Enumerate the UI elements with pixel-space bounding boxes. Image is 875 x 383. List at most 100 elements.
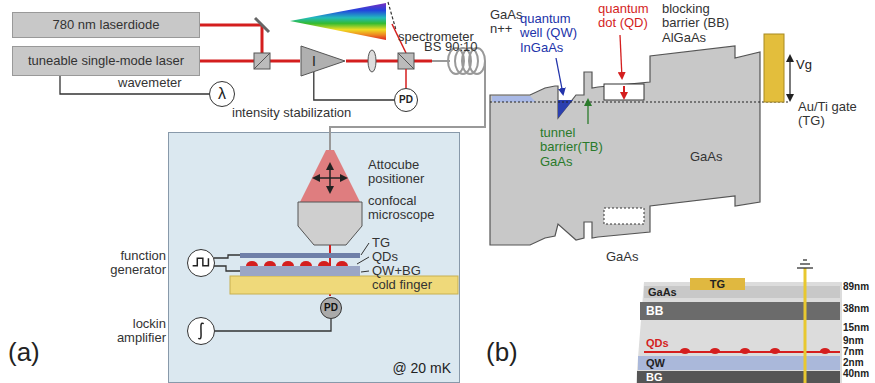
voltage-arrow: [789, 56, 790, 100]
ground-symbol: [797, 267, 813, 268]
electron-sea: [492, 96, 536, 102]
top-gate: [240, 253, 360, 258]
gate-band: TG: [690, 278, 745, 290]
optics: [200, 2, 432, 88]
region-label: tunnel barrier(TB) GaAs: [540, 126, 616, 169]
thickness-label: 15nm: [843, 322, 869, 333]
layer-label: QDs: [646, 337, 669, 349]
ground-symbol: [803, 259, 807, 260]
node-text: I: [312, 54, 316, 69]
node-text: tuneable single-mode laser: [28, 54, 184, 68]
beam: [200, 24, 262, 27]
objective: [298, 202, 362, 245]
signal-wire: [60, 76, 209, 94]
instrument-label: wavemeter: [118, 76, 182, 90]
panel-label: (b): [486, 338, 518, 367]
lens: [368, 50, 376, 72]
quantum-well-layer: [240, 266, 360, 276]
signal-label: intensity stabilization: [232, 106, 351, 120]
layer-label: QDs: [372, 250, 398, 264]
triangle-outline: [300, 45, 346, 77]
function-generator: function generator: [187, 249, 215, 277]
layer-band: BB: [640, 302, 840, 320]
ground-symbol: [800, 263, 810, 264]
node-text: PD: [399, 95, 413, 106]
contact: [804, 268, 807, 383]
region-label: quantum dot (QD): [598, 2, 664, 31]
band-edges: [490, 46, 760, 245]
quantum-dots: [246, 261, 348, 266]
laser-box: 780 nm laserdiode: [12, 12, 200, 38]
light-cone: [300, 150, 360, 202]
node-text: λ: [218, 86, 226, 103]
thickness-label: 89nm: [843, 281, 869, 292]
signal-wire: [314, 72, 394, 100]
beam: [261, 25, 264, 53]
layer-stack-art: [644, 260, 840, 383]
gate-wire: [214, 255, 240, 258]
layer-band: QW: [638, 356, 840, 370]
beam-splitter: [398, 53, 414, 69]
thickness-label: 9nm: [843, 335, 864, 346]
leader-line: [556, 58, 563, 94]
panel-label: (a): [8, 338, 40, 367]
transition-arrow: [623, 86, 625, 98]
node-text: lockin amplifier: [86, 317, 166, 346]
layer-label: QW+BG: [372, 264, 421, 278]
wavemeter-circle: λ: [209, 81, 235, 107]
node-text: TG: [710, 279, 725, 290]
material-label: GaAs: [690, 150, 723, 164]
mirror: [255, 18, 269, 32]
integral-symbol: [188, 318, 214, 344]
leader-line: [587, 100, 588, 124]
leader-line: [620, 35, 622, 78]
region-label: quantum well (QW) InGaAs: [520, 12, 592, 55]
thickness-label: 40nm: [843, 368, 869, 379]
qd-dots: [680, 348, 830, 354]
layer-stack: [636, 282, 842, 383]
node-text: 780 nm laserdiode: [53, 18, 160, 32]
gate-electrode: [764, 34, 784, 102]
cold-finger: [230, 276, 458, 294]
photodiode: PD: [394, 88, 418, 112]
thickness-label: 2nm: [843, 357, 864, 368]
laser-box: tuneable single-mode laser: [12, 46, 200, 76]
amplifier-triangle: I: [300, 45, 346, 77]
component-label: cold finger: [372, 278, 432, 292]
beam: [200, 60, 300, 63]
beam-splitter-face: [254, 53, 270, 69]
lockin-amplifier: lockin amplifier: [187, 317, 215, 345]
back-gate-wire: [214, 266, 240, 271]
layer-band: BG: [637, 371, 840, 383]
beam: [405, 69, 407, 88]
quantum-well-fill: [558, 100, 573, 118]
thickness-label: 7nm: [843, 346, 864, 357]
component-label: BS 90:10: [424, 40, 478, 54]
leader-line: [361, 271, 369, 272]
layer-label: TG: [372, 236, 390, 250]
band-diagram: [490, 34, 790, 245]
component-label: Attocube positioner: [368, 158, 450, 187]
sample: [214, 243, 458, 294]
node-text: GaAs: [648, 287, 677, 298]
component-label: confocal microscope: [368, 194, 450, 223]
thickness-label: 38nm: [843, 303, 869, 314]
voltage-label: Vg: [796, 58, 812, 72]
node-text: BB: [646, 305, 663, 317]
quantum-dot-level: [604, 208, 644, 224]
leader-line: [357, 257, 369, 264]
node-text: @ 20 mK: [392, 361, 451, 376]
leader-line: [361, 243, 369, 255]
grating: [388, 2, 396, 30]
material-label: GaAs: [606, 250, 639, 264]
square-wave-symbol: [188, 250, 214, 276]
spectrum: [290, 3, 386, 40]
fermi-level: [490, 101, 788, 102]
fiber: [330, 48, 485, 150]
component-label: Au/Ti gate (TG): [798, 100, 860, 129]
quantum-dot-level: [604, 84, 644, 100]
region-label: blocking barrier (BB) AlGaAs: [662, 2, 746, 45]
beam: [414, 60, 432, 63]
positioner-arrow: [329, 164, 331, 192]
node-text: QW: [646, 358, 665, 369]
